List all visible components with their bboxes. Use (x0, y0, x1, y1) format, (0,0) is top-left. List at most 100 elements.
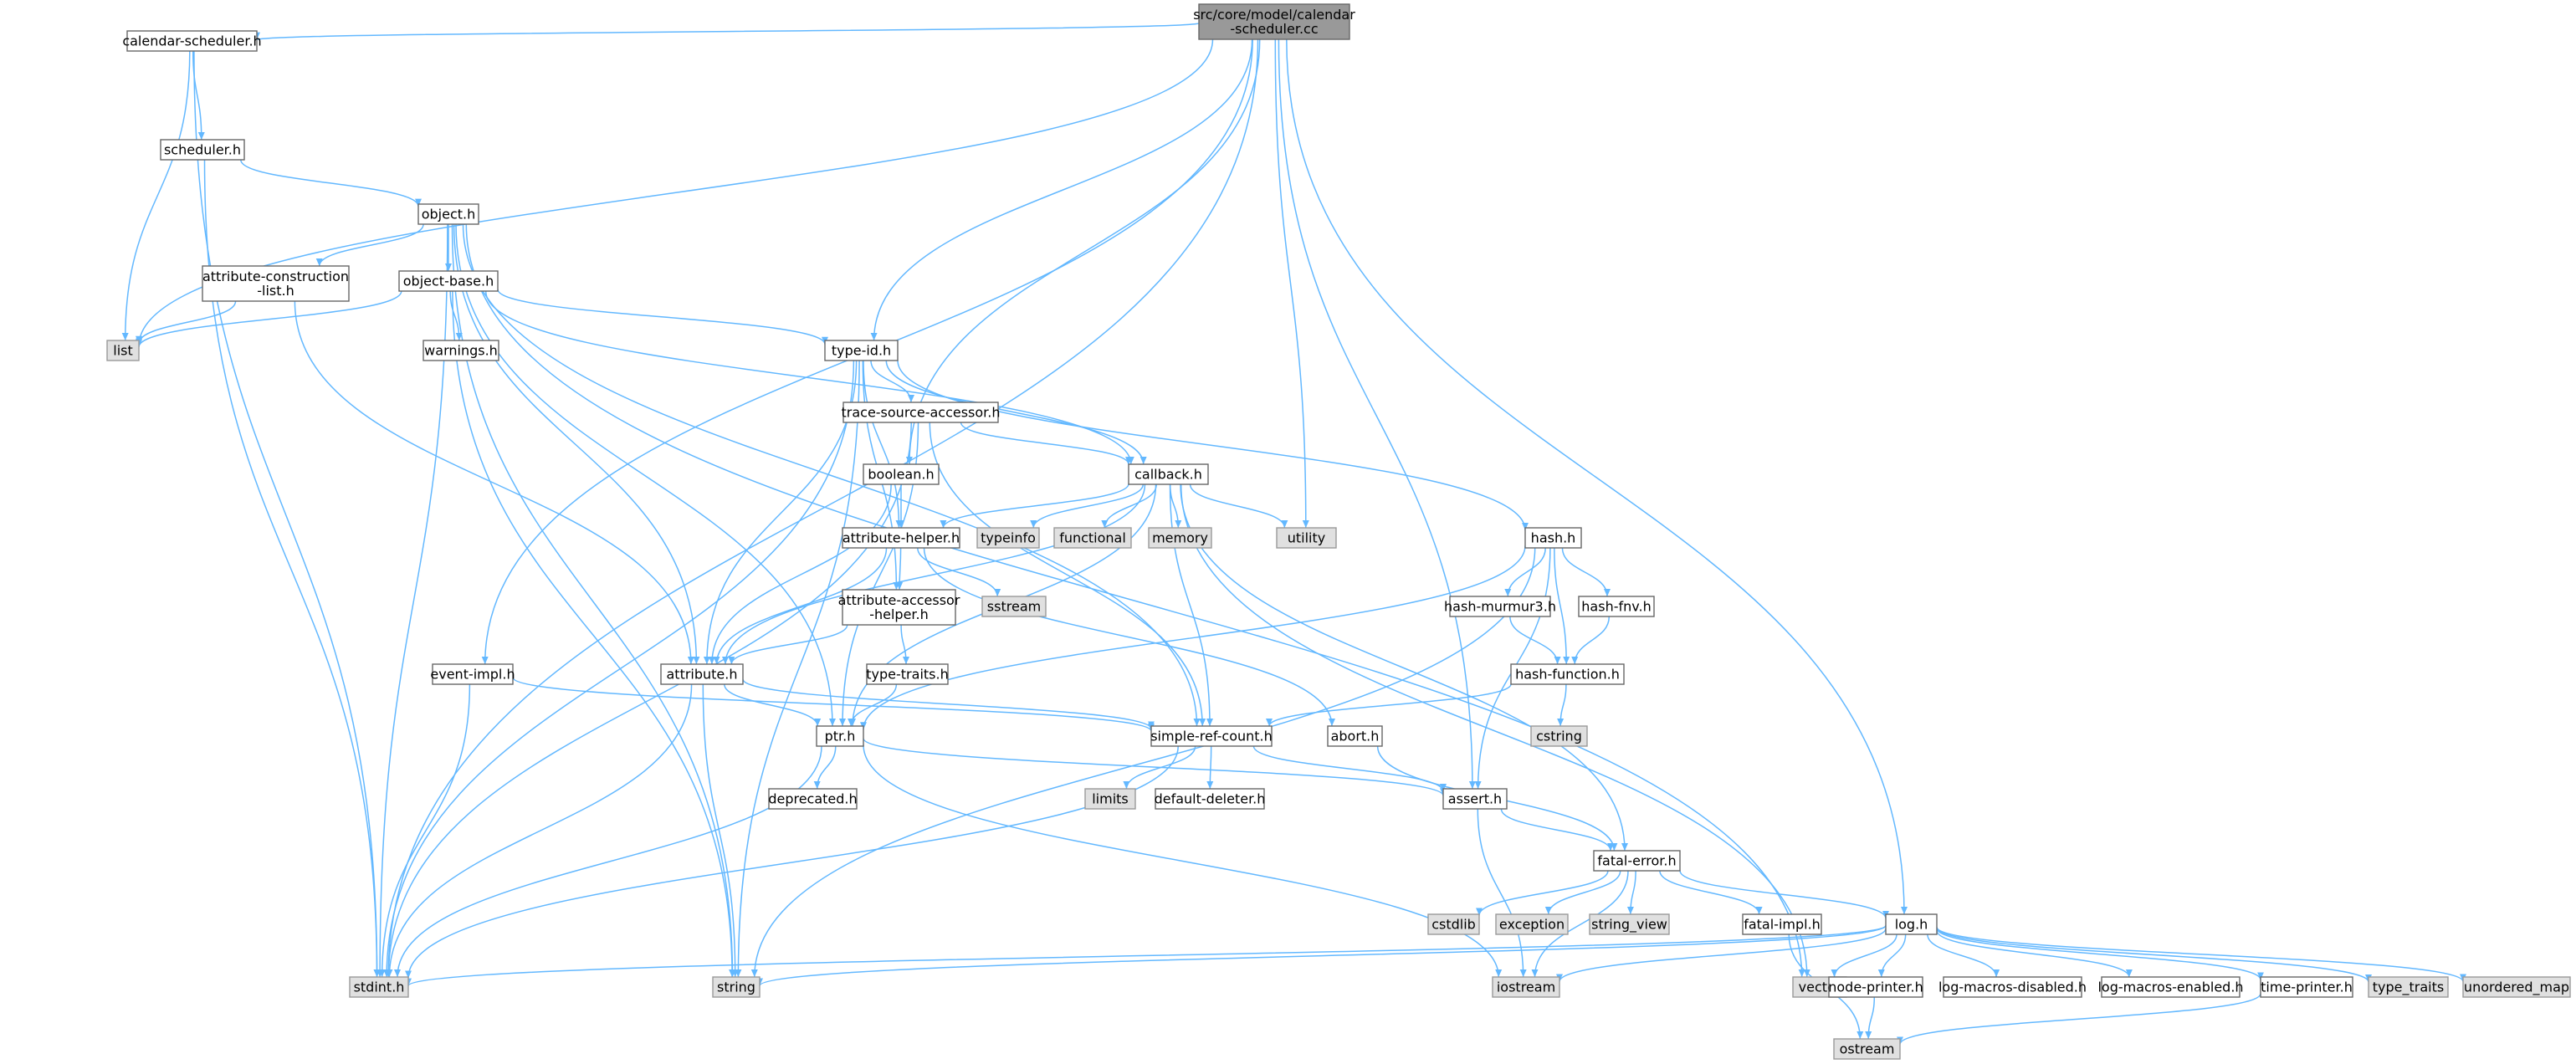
node-box (160, 139, 245, 161)
edge-root-to-assert-h (1278, 38, 1476, 790)
node-box (1442, 788, 1508, 810)
node-type-traits-h[interactable]: type-traits.h (866, 663, 949, 685)
edge-attribute-helper-h-to-abort-h (923, 547, 1335, 727)
node-label: attribute-helper.h (842, 530, 960, 546)
node-boolean-h[interactable]: boolean.h (863, 463, 940, 485)
node-box (1530, 725, 1588, 747)
node-label: node-printer.h (1828, 980, 1923, 995)
node-label: iostream (1497, 980, 1555, 995)
node-default-deleter[interactable]: default-deleter.h (1155, 788, 1266, 810)
edge-log-h-to-stdint-h (405, 924, 1887, 987)
edge-hash-h-to-string (750, 547, 1536, 978)
node-box (842, 402, 999, 423)
node-hash-murmur3[interactable]: hash-murmur3.h (1444, 596, 1556, 617)
node-label: event-impl.h (430, 667, 515, 683)
node-label: warnings.h (424, 343, 498, 359)
edge-ptr-h-to-stdint-h (394, 745, 822, 978)
node-functional: functional (1053, 527, 1132, 549)
node-label: time-printer.h (2261, 980, 2353, 995)
node-box (863, 463, 940, 485)
node-scheduler-h[interactable]: scheduler.h (160, 139, 245, 161)
edge-calendar-scheduler-h-to-scheduler-h (192, 50, 205, 141)
edge-attribute-h-to-string (702, 683, 739, 978)
node-box (824, 340, 899, 361)
edge-scheduler-h-to-object-h (240, 159, 422, 207)
node-box (106, 340, 140, 361)
node-stdint-h: stdint.h (349, 976, 409, 998)
node-event-impl-h[interactable]: event-impl.h (430, 663, 515, 685)
edge-callback-h-to-functional (1101, 483, 1157, 529)
node-node-printer[interactable]: node-printer.h (1828, 976, 1923, 998)
node-list: list (106, 340, 140, 361)
edge-root-to-stdint-h (385, 38, 1259, 978)
node-log-h[interactable]: log.h (1885, 913, 1938, 935)
node-hash-h[interactable]: hash.h (1524, 527, 1582, 549)
node-box (1593, 850, 1681, 872)
node-box (2462, 976, 2571, 998)
node-box (2101, 976, 2241, 998)
node-box (1148, 527, 1212, 549)
node-iostream: iostream (1492, 976, 1560, 998)
node-warnings-h[interactable]: warnings.h (423, 340, 499, 361)
node-type-id-h[interactable]: type-id.h (824, 340, 899, 361)
node-box (1524, 527, 1582, 549)
node-label: src/core/model/calendar (1193, 7, 1355, 23)
node-ptr-h[interactable]: ptr.h (816, 725, 864, 747)
edge-hash-h-to-hash-function-h (1554, 547, 1570, 665)
node-log-macros-disabled[interactable]: log-macros-disabled.h (1938, 976, 2087, 998)
edge-hash-murmur3-to-hash-function-h (1509, 616, 1561, 665)
node-time-printer[interactable]: time-printer.h (2260, 976, 2353, 998)
node-attribute-h[interactable]: attribute.h (660, 663, 744, 685)
edge-callback-h-to-fatal-error-h (1180, 483, 1628, 852)
node-fatal-impl-h[interactable]: fatal-impl.h (1742, 913, 1822, 935)
node-string-view: string_view (1589, 913, 1670, 935)
edge-object-base-h-to-callback-h (484, 290, 1134, 465)
node-label: simple-ref-count.h (1150, 729, 1273, 744)
node-calendar-scheduler-h[interactable]: calendar-scheduler.h (122, 30, 262, 52)
edge-root-to-utility (1274, 38, 1309, 529)
edge-scheduler-h-to-stdint-h (203, 159, 381, 978)
edge-object-h-to-stdint-h (376, 223, 448, 978)
edge-log-h-to-string (756, 924, 1887, 987)
node-simple-ref-count[interactable]: simple-ref-count.h (1150, 725, 1273, 747)
node-box (1492, 976, 1560, 998)
edge-object-base-h-to-string (452, 290, 736, 978)
node-box (349, 976, 409, 998)
node-label: cstring (1536, 729, 1582, 744)
node-assert-h[interactable]: assert.h (1442, 788, 1508, 810)
node-hash-fnv[interactable]: hash-fnv.h (1578, 596, 1655, 617)
node-object-base-h[interactable]: object-base.h (398, 270, 499, 292)
edge-boolean-h-to-attribute-h (708, 483, 892, 665)
edge-object-h-to-attr-construction (315, 223, 424, 267)
node-attr-construction[interactable]: attribute-construction-list.h (202, 265, 350, 302)
edge-log-h-to-log-macros-disabled (1927, 934, 2000, 978)
node-label: log-macros-disabled.h (1938, 980, 2087, 995)
edge-object-h-to-attribute-h (453, 223, 700, 665)
edge-attr-accessor-to-type-traits-h (900, 624, 909, 665)
node-box (1327, 725, 1383, 747)
node-label: hash-murmur3.h (1444, 599, 1556, 615)
node-attr-accessor[interactable]: attribute-accessor-helper.h (838, 589, 960, 626)
node-label: trace-source-accessor.h (841, 405, 1000, 421)
edge-type-traits-h-to-ptr-h (848, 683, 898, 727)
node-log-macros-enabled[interactable]: log-macros-enabled.h (2097, 976, 2244, 998)
node-label: object-base.h (403, 274, 494, 289)
node-trace-source[interactable]: trace-source-accessor.h (841, 402, 1001, 423)
edge-callback-h-to-attribute-helper-h (940, 483, 1129, 529)
node-box (1589, 913, 1670, 935)
node-cstdlib: cstdlib (1427, 913, 1480, 935)
node-label: ptr.h (825, 729, 856, 744)
node-deprecated-h[interactable]: deprecated.h (768, 788, 858, 810)
edge-event-impl-h-to-simple-ref-count (512, 677, 1155, 732)
edge-attribute-h-to-ptr-h (724, 683, 822, 727)
node-hash-function-h[interactable]: hash-function.h (1510, 663, 1625, 685)
node-attribute-helper-h[interactable]: attribute-helper.h (842, 527, 960, 549)
edge-fatal-error-h-to-iostream (1531, 870, 1629, 978)
node-abort-h[interactable]: abort.h (1327, 725, 1383, 747)
node-label: fatal-impl.h (1744, 917, 1821, 933)
node-callback-h[interactable]: callback.h (1128, 463, 1209, 485)
node-root[interactable]: src/core/model/calendar-scheduler.cc (1193, 3, 1355, 40)
node-label: calendar-scheduler.h (122, 33, 261, 49)
node-fatal-error-h[interactable]: fatal-error.h (1593, 850, 1681, 872)
node-object-h[interactable]: object.h (417, 203, 479, 225)
